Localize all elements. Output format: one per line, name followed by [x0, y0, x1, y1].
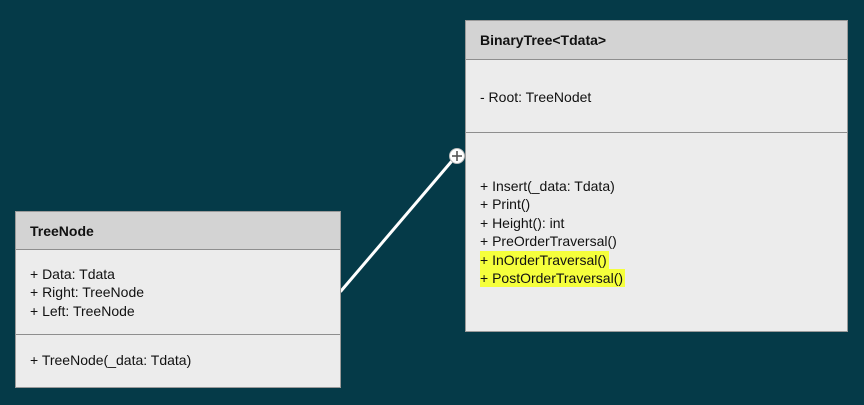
class-binarytree-header: BinaryTree<Tdata> — [466, 21, 847, 60]
operation-preorder-traversal: + PreOrderTraversal() — [480, 233, 617, 250]
attribute-root: - Root: TreeNodet — [480, 89, 592, 105]
attribute-data: + Data: Tdata — [30, 266, 115, 282]
attribute-left: + Left: TreeNode — [30, 302, 135, 319]
class-treenode-attributes: + Data: Tdata + Right: TreeNode + Left: … — [16, 250, 340, 335]
class-treenode-header: TreeNode — [16, 212, 340, 250]
class-treenode-name: TreeNode — [30, 222, 94, 239]
operation-postorder-traversal: + PostOrderTraversal() — [480, 269, 847, 288]
connector-line — [339, 160, 453, 293]
highlight-inorder: + InOrderTraversal() — [480, 250, 609, 270]
class-treenode-operations: + TreeNode(_data: Tdata) — [16, 335, 340, 369]
operation-treenode-constructor: + TreeNode(_data: Tdata) — [30, 352, 192, 368]
class-binarytree-name: BinaryTree<Tdata> — [480, 32, 607, 48]
operation-inorder-traversal: + InOrderTraversal() — [480, 250, 847, 270]
circle-plus-icon — [449, 148, 465, 164]
operation-height: + Height(): int — [480, 214, 565, 231]
class-binarytree-operations: + Insert(_data: Tdata) + Print() + Heigh… — [466, 133, 847, 288]
operation-insert: + Insert(_data: Tdata) — [480, 178, 615, 194]
attribute-right: + Right: TreeNode — [30, 284, 145, 301]
highlight-postorder: + PostOrderTraversal() — [480, 269, 626, 288]
class-binarytree[interactable]: BinaryTree<Tdata> - Root: TreeNodet + In… — [465, 20, 848, 332]
class-binarytree-attributes: - Root: TreeNodet — [466, 60, 847, 133]
operation-print: + Print() — [480, 196, 531, 213]
class-treenode[interactable]: TreeNode + Data: Tdata + Right: TreeNode… — [15, 211, 341, 388]
